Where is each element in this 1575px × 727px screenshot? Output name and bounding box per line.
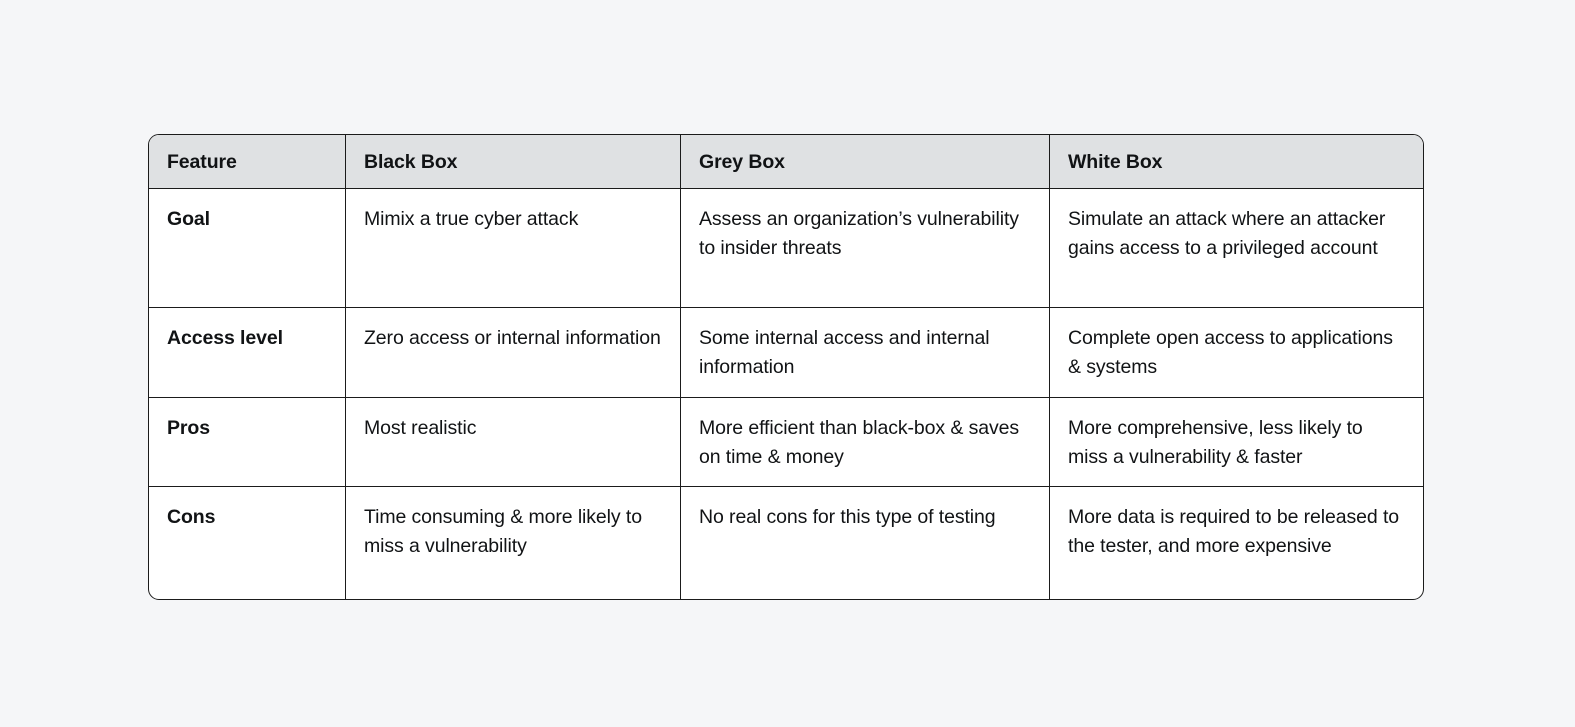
cell-grey-box-access-level: Some internal access and internal inform… [680, 307, 1049, 398]
cell-feature-access-level: Access level [149, 307, 345, 397]
cell-feature-pros: Pros [149, 397, 345, 486]
column-header-black-box: Black Box [345, 135, 680, 190]
table-row: Goal Mimix a true cyber attack Assess an… [149, 189, 1423, 308]
cell-grey-box-pros: More efficient than black-box & saves on… [680, 397, 1049, 487]
column-header-grey-box: Grey Box [680, 135, 1049, 190]
table-header: Feature Black Box Grey Box White Box [149, 135, 1423, 190]
cell-grey-box-cons: No real cons for this type of testing [680, 486, 1049, 600]
table-header-row: Feature Black Box Grey Box White Box [149, 135, 1423, 190]
column-header-white-box: White Box [1049, 135, 1423, 190]
cell-feature-goal: Goal [167, 208, 210, 231]
cell-black-box-goal: Mimix a true cyber attack [345, 189, 680, 308]
table-body: Goal Mimix a true cyber attack Assess an… [149, 189, 1423, 600]
cell-black-box-cons: Time consuming & more likely to miss a v… [345, 486, 680, 600]
cell-black-box-pros: Most realistic [345, 397, 680, 487]
cell-white-box-access-level: Complete open access to applications & s… [1049, 307, 1423, 398]
table-row: Cons Time consuming & more likely to mis… [149, 486, 1423, 600]
cell-feature-cons: Cons [149, 486, 345, 599]
table-row: Access level Zero access or internal inf… [149, 307, 1423, 398]
table-row: Pros Most realistic More efficient than … [149, 397, 1423, 487]
cell-grey-box-goal: Assess an organization’s vulnerability t… [680, 189, 1049, 308]
penetration-testing-comparison-table: Feature Black Box Grey Box White Box Goa… [148, 134, 1424, 601]
cell-white-box-goal: Simulate an attack where an attacker gai… [1049, 189, 1423, 308]
cell-black-box-access-level: Zero access or internal information [345, 307, 680, 398]
cell-white-box-pros: More comprehensive, less likely to miss … [1049, 397, 1423, 487]
comparison-table-container: Feature Black Box Grey Box White Box Goa… [148, 134, 1424, 601]
column-header-feature: Feature [149, 135, 345, 190]
cell-white-box-cons: More data is required to be released to … [1049, 486, 1423, 600]
